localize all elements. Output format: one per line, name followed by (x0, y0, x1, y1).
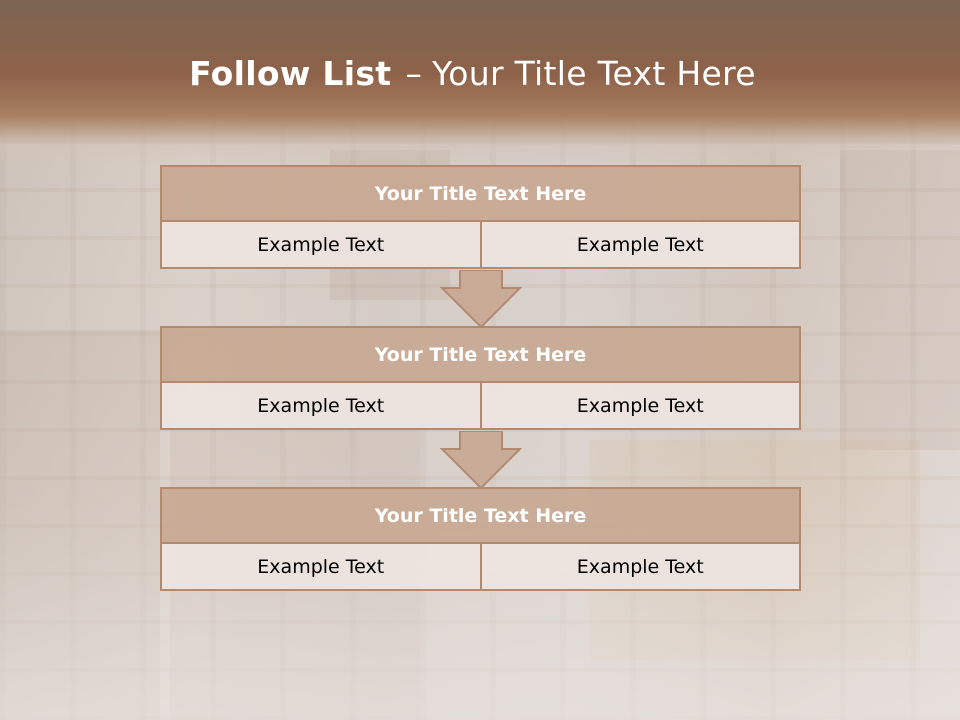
list-group-1: Your Title Text Here Example Text Exampl… (160, 165, 801, 269)
group-cell-left: Example Text (160, 542, 482, 591)
group-title: Your Title Text Here (160, 326, 801, 383)
title-dash: – (405, 54, 423, 93)
slide-title: Follow List–Your Title Text Here (0, 54, 945, 93)
group-cell-left: Example Text (160, 381, 482, 430)
down-arrow-icon (440, 270, 522, 328)
header-band (0, 0, 960, 165)
down-arrow-icon (440, 431, 522, 489)
group-title: Your Title Text Here (160, 165, 801, 222)
list-group-2: Your Title Text Here Example Text Exampl… (160, 326, 801, 430)
group-cell-left: Example Text (160, 220, 482, 269)
list-group-3: Your Title Text Here Example Text Exampl… (160, 487, 801, 591)
group-cell-right: Example Text (479, 381, 801, 430)
group-cell-right: Example Text (479, 542, 801, 591)
group-row: Example Text Example Text (160, 381, 801, 430)
title-bold: Follow List (189, 54, 392, 93)
group-cell-right: Example Text (479, 220, 801, 269)
title-rest: Your Title Text Here (432, 54, 756, 93)
group-title: Your Title Text Here (160, 487, 801, 544)
group-row: Example Text Example Text (160, 542, 801, 591)
group-row: Example Text Example Text (160, 220, 801, 269)
